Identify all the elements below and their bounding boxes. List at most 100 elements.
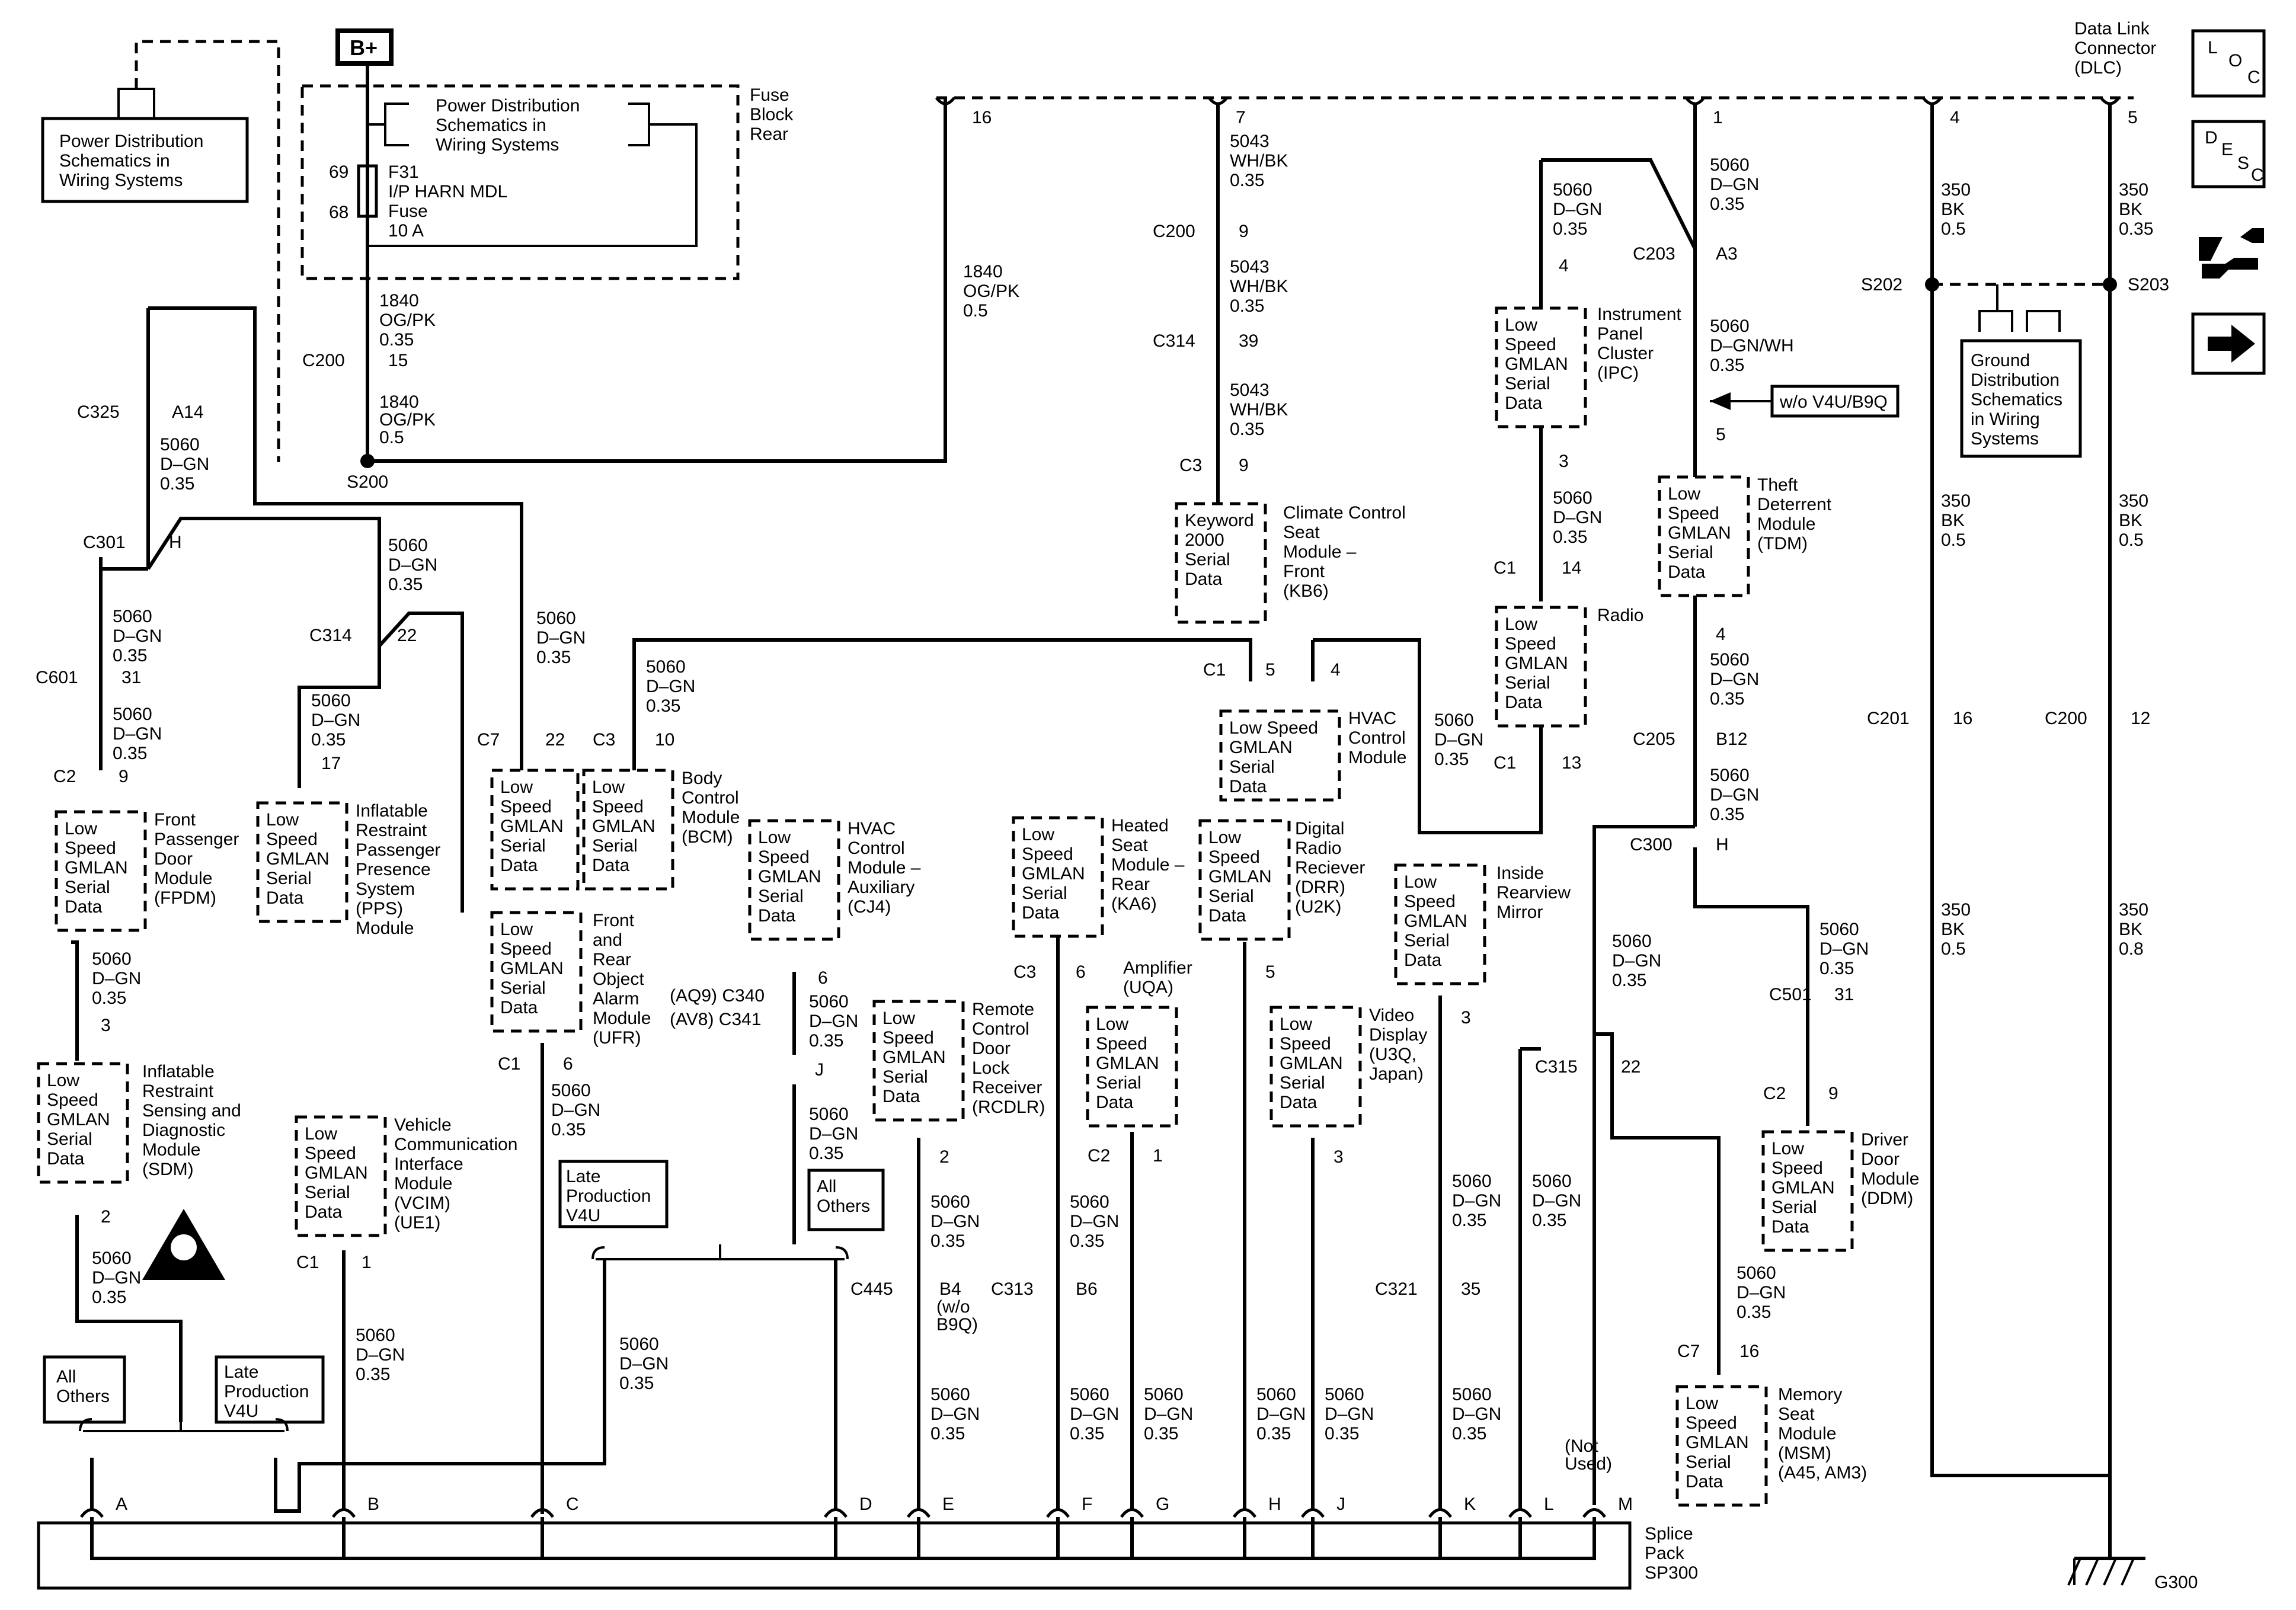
module-hvac: Low SpeedGMLANSerialDataHVACControlModul…: [1219, 709, 1406, 802]
module-box-text: Serial: [1280, 1073, 1325, 1093]
module-sdm: LowSpeedGMLANSerialDataInflatableRestrai…: [37, 1062, 241, 1184]
svg-text:39: 39: [1239, 331, 1258, 351]
module-box-text: Low: [882, 1009, 915, 1028]
svg-text:BK: BK: [1941, 920, 1965, 939]
svg-text:C1: C1: [1203, 660, 1226, 680]
svg-text:0.35: 0.35: [1710, 356, 1744, 375]
svg-text:C200: C200: [1153, 222, 1195, 241]
module-box-text: GMLAN: [1404, 911, 1467, 931]
svg-text:S: S: [2237, 153, 2249, 173]
svg-text:D–GN: D–GN: [113, 626, 162, 646]
module-name-text: Rearview: [1496, 883, 1571, 902]
svg-text:D–GN: D–GN: [1737, 1283, 1786, 1302]
svg-text:10 A: 10 A: [388, 221, 424, 241]
svg-text:350: 350: [2119, 491, 2148, 511]
svg-text:9: 9: [1239, 456, 1249, 475]
module-box-text: Serial: [500, 978, 546, 998]
desc-icon[interactable]: D E S C: [2191, 120, 2266, 188]
module-box-text: Serial: [305, 1183, 350, 1202]
loc-icon[interactable]: L O C: [2191, 29, 2266, 98]
splice-s200: S200: [347, 472, 388, 492]
svg-text:B6: B6: [1076, 1279, 1098, 1299]
ground-g300-icon: [2067, 1557, 2145, 1586]
module-name-text: (VCIM): [394, 1193, 450, 1213]
svg-text:D–GN: D–GN: [1819, 939, 1869, 959]
module-box-ufr: [490, 911, 583, 1033]
svg-text:16: 16: [972, 108, 992, 127]
svg-text:Rear: Rear: [750, 124, 788, 144]
splice-pin-label: B: [367, 1494, 379, 1514]
svg-text:3: 3: [1461, 1008, 1471, 1028]
module-box-text: Low: [500, 920, 533, 939]
module-name-text: Passenger: [356, 840, 440, 860]
module-box-text: Data: [1096, 1093, 1134, 1112]
svg-text:D–GN: D–GN: [160, 454, 209, 474]
svg-text:5: 5: [1716, 425, 1726, 444]
svg-text:V4U: V4U: [224, 1401, 258, 1421]
module-box-text: Data: [1505, 393, 1543, 413]
dlc-title: Data Link Connector (DLC): [2074, 19, 2156, 78]
svg-text:OG/PK: OG/PK: [963, 281, 1019, 301]
svg-text:5060: 5060: [1070, 1192, 1109, 1212]
svg-text:S202: S202: [1861, 275, 1902, 295]
svg-text:B9Q): B9Q): [936, 1315, 978, 1334]
svg-text:C2: C2: [1763, 1084, 1786, 1103]
module-name-text: Door: [1861, 1150, 1900, 1169]
module-name-text: Inflatable: [142, 1062, 215, 1081]
module-box-text: GMLAN: [1280, 1054, 1343, 1073]
svg-text:5: 5: [1265, 660, 1275, 680]
module-name-text: Module: [1757, 514, 1815, 534]
module-box-text: GMLAN: [1096, 1054, 1159, 1073]
svg-text:D–GN: D–GN: [809, 1124, 858, 1144]
svg-text:D–GN: D–GN: [1710, 175, 1759, 194]
svg-text:5060: 5060: [311, 691, 351, 710]
module-name-text: Memory: [1778, 1385, 1842, 1404]
svg-text:1840: 1840: [963, 262, 1003, 281]
svg-text:C3: C3: [1013, 962, 1036, 982]
svg-text:D–GN: D–GN: [930, 1404, 980, 1424]
module-name-text: Module: [593, 1009, 651, 1028]
module-name-text: Amplifier: [1123, 958, 1192, 978]
svg-text:D–GN/WH: D–GN/WH: [1710, 336, 1794, 356]
connector-tool-icon[interactable]: [2199, 228, 2264, 279]
svg-text:D–GN: D–GN: [1553, 508, 1602, 527]
module-name-text: (UE1): [394, 1213, 440, 1233]
all-others-note-b: All Others: [43, 1355, 126, 1424]
module-box-text: GMLAN: [65, 858, 128, 878]
module-name-text: Door: [154, 849, 193, 869]
svg-text:350: 350: [1941, 900, 1971, 920]
next-page-arrow-icon[interactable]: [2191, 312, 2266, 375]
module-box-amp: [1086, 1006, 1178, 1128]
module-name-text: Passenger: [154, 830, 239, 849]
svg-text:SP300: SP300: [1645, 1563, 1698, 1583]
module-name-text: Seat: [1111, 836, 1148, 855]
svg-text:E: E: [2221, 140, 2233, 159]
svg-text:0.35: 0.35: [1256, 1424, 1291, 1443]
svg-text:B12: B12: [1716, 729, 1747, 749]
module-box-text: Speed: [1668, 504, 1719, 523]
svg-text:5060: 5060: [930, 1385, 970, 1404]
svg-text:O: O: [2228, 51, 2242, 71]
svg-text:5060: 5060: [113, 607, 152, 626]
svg-text:0.35: 0.35: [1070, 1231, 1104, 1251]
module-name-text: Inflatable: [356, 801, 428, 821]
svg-text:Fuse: Fuse: [388, 201, 428, 221]
svg-text:D–GN: D–GN: [1710, 785, 1759, 805]
module-box-text: Low: [1771, 1139, 1804, 1158]
svg-text:0.35: 0.35: [930, 1424, 965, 1443]
module-box-text: Serial: [1096, 1073, 1141, 1093]
svg-text:0.35: 0.35: [379, 330, 414, 350]
svg-text:D–GN: D–GN: [1532, 1191, 1581, 1211]
module-cj4: LowSpeedGMLANSerialDataHVACControlModule…: [748, 819, 921, 941]
svg-text:9: 9: [1239, 222, 1249, 241]
svg-text:BK: BK: [2119, 920, 2142, 939]
svg-text:Connector: Connector: [2074, 39, 2156, 58]
module-box-text: Data: [1185, 569, 1223, 589]
svg-text:0.5: 0.5: [2119, 530, 2144, 550]
svg-text:0.35: 0.35: [1710, 194, 1744, 214]
module-box-text: Speed: [1022, 844, 1073, 864]
module-vcim: LowSpeedGMLANSerialDataVehicleCommunicat…: [295, 1115, 517, 1237]
svg-text:1: 1: [1713, 108, 1723, 127]
svg-text:Block: Block: [750, 105, 794, 124]
module-box-video: [1269, 1006, 1362, 1128]
